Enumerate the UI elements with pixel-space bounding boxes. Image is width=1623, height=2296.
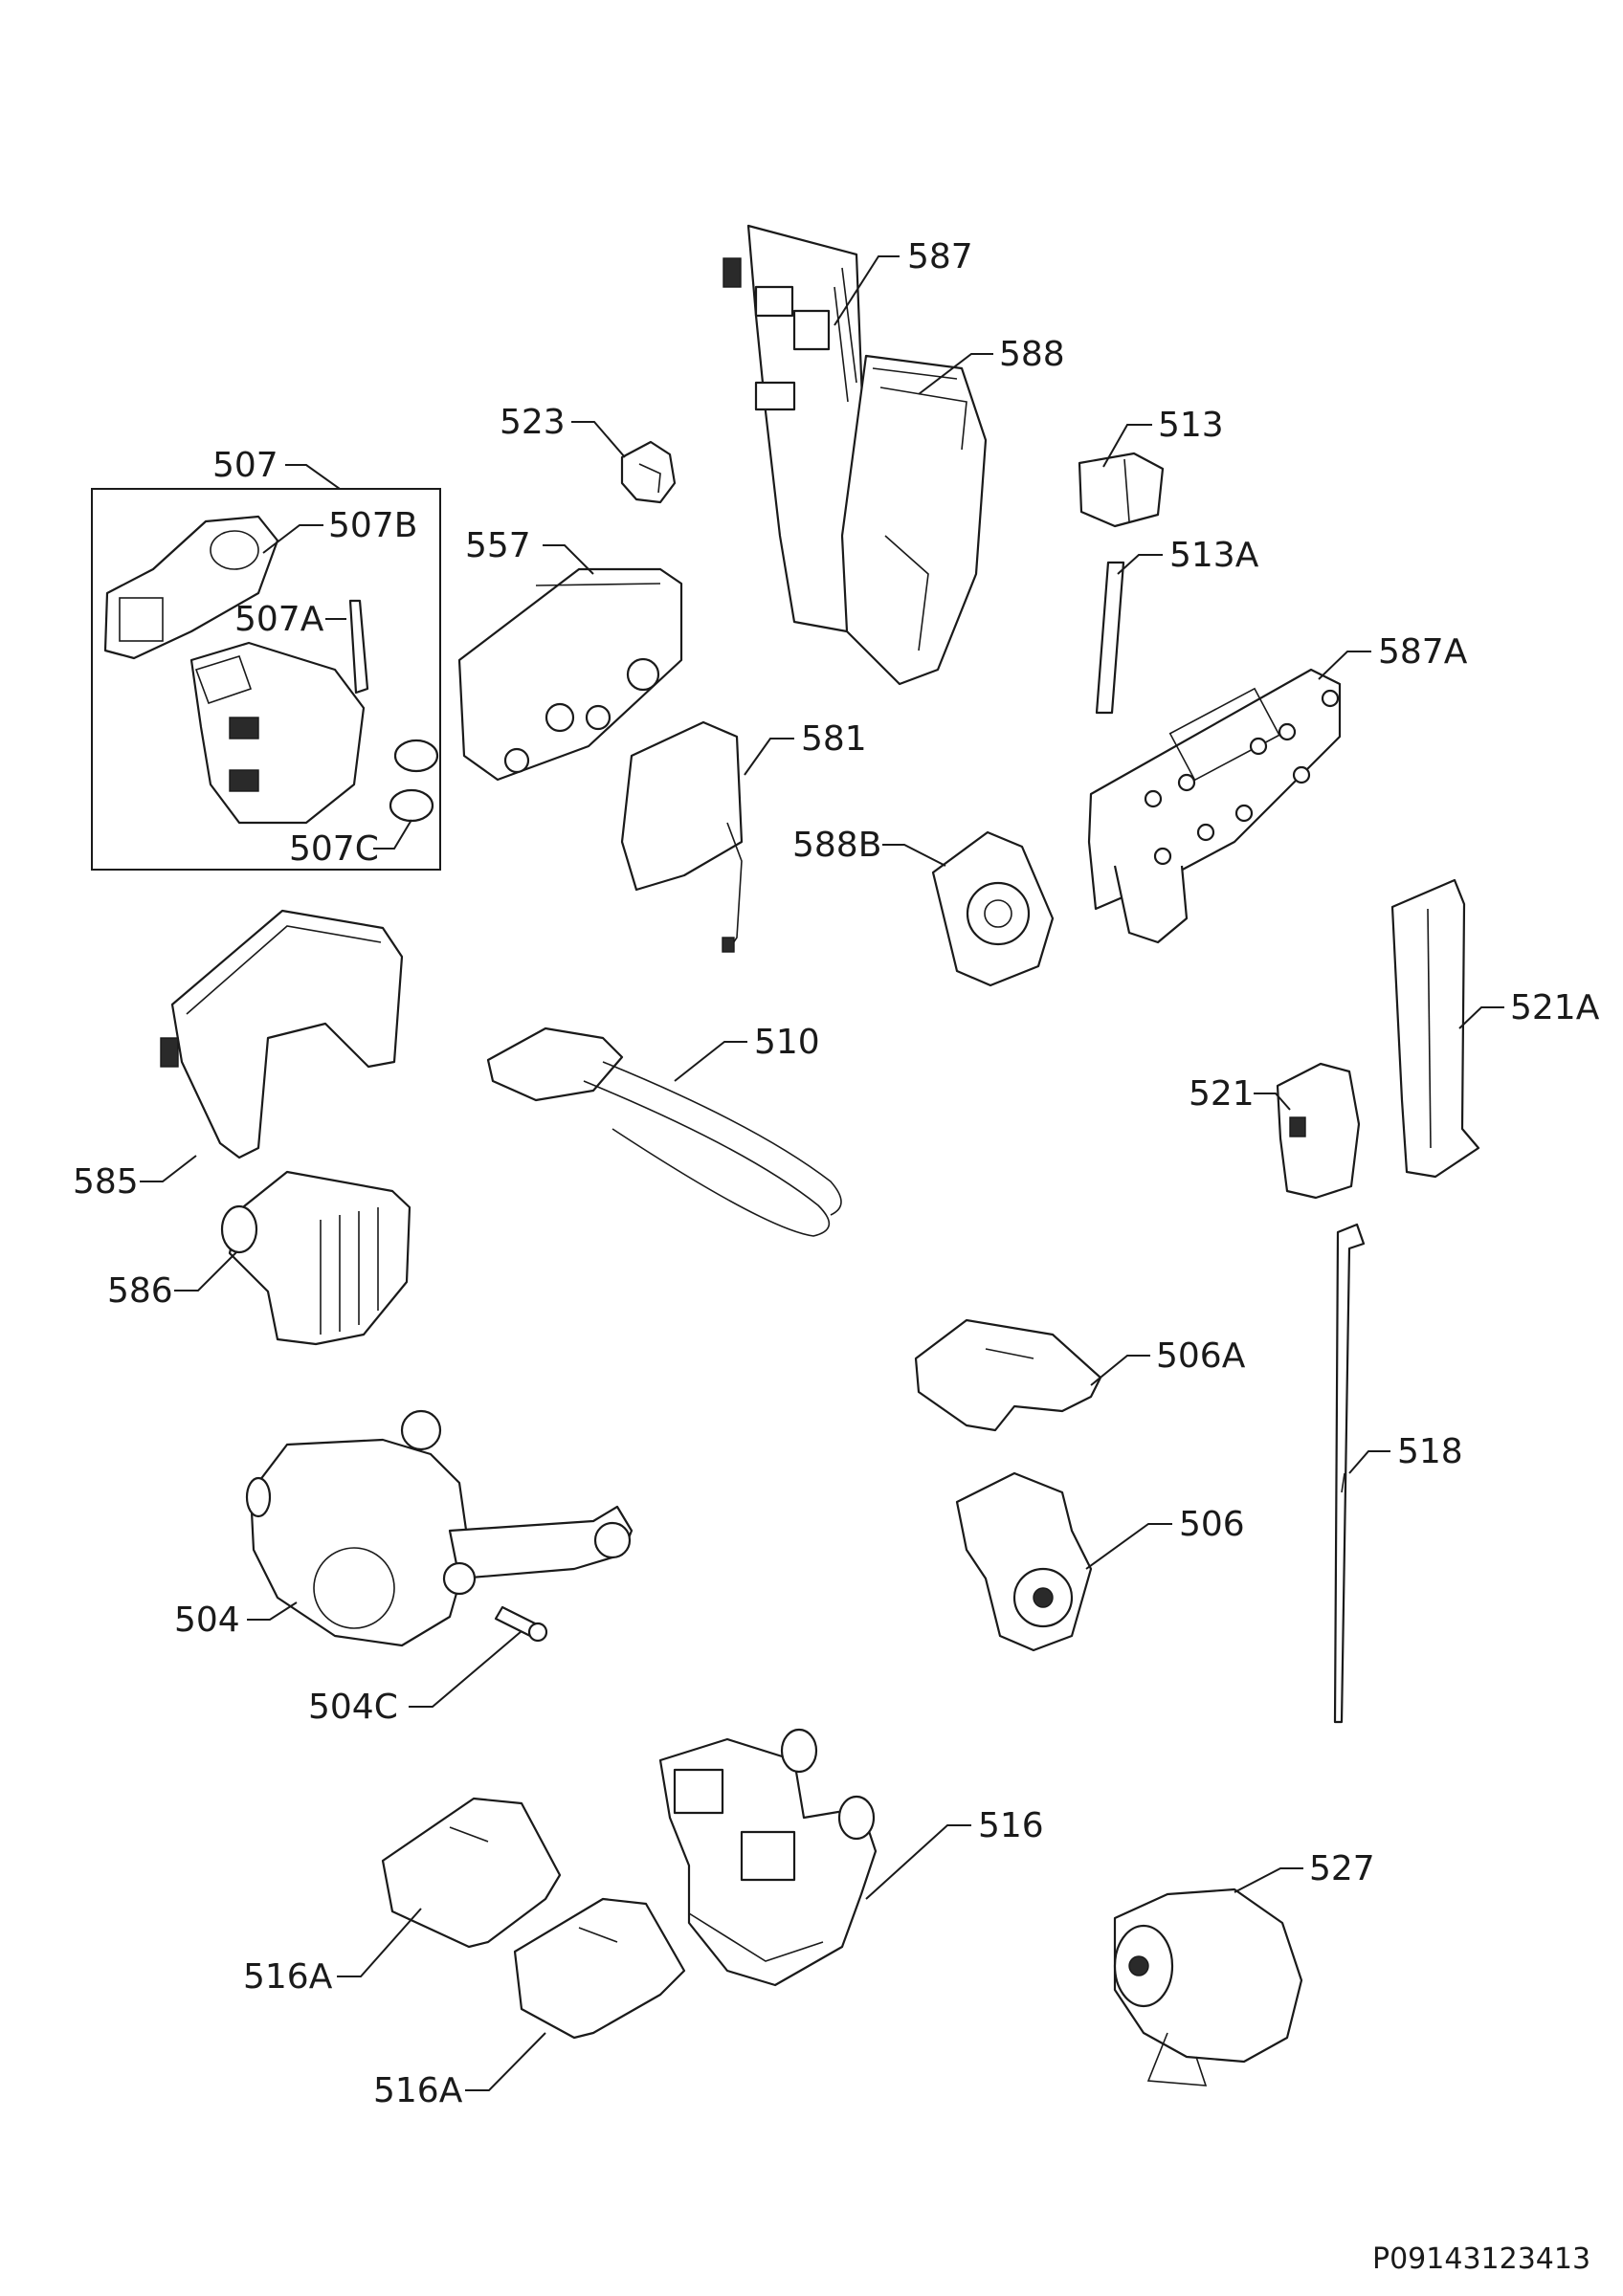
label-521: 521 bbox=[1189, 1074, 1255, 1114]
label-523: 523 bbox=[500, 403, 566, 442]
part-586-filter bbox=[220, 1170, 411, 1346]
part-507B-cap bbox=[103, 515, 279, 660]
label-557: 557 bbox=[465, 526, 531, 565]
part-581-pcb bbox=[620, 720, 744, 953]
part-513A-rod bbox=[1095, 561, 1125, 715]
label-504: 504 bbox=[174, 1601, 240, 1640]
label-587: 587 bbox=[907, 237, 973, 276]
label-588B: 588B bbox=[792, 826, 881, 865]
label-516A-lower: 516A bbox=[373, 2071, 463, 2110]
part-516A-cover-upper bbox=[381, 1797, 562, 1949]
label-507C: 507C bbox=[289, 829, 379, 869]
part-585-cover bbox=[160, 909, 404, 1159]
label-507: 507 bbox=[212, 446, 278, 485]
part-588B-pressure-sensor bbox=[931, 830, 1055, 987]
part-588-board-housing bbox=[840, 354, 988, 686]
group-frame-507 bbox=[91, 488, 441, 871]
part-504-motor bbox=[245, 1409, 634, 1647]
part-521A-bracket bbox=[1390, 878, 1480, 1179]
label-516A-upper: 516A bbox=[243, 1957, 333, 1997]
label-506A: 506A bbox=[1156, 1336, 1246, 1376]
label-513: 513 bbox=[1158, 406, 1224, 445]
part-513-connector bbox=[1078, 452, 1165, 528]
label-510: 510 bbox=[754, 1023, 820, 1062]
label-527: 527 bbox=[1309, 1849, 1375, 1888]
part-523-clip bbox=[620, 440, 677, 504]
part-516-pump-assembly bbox=[658, 1728, 878, 1987]
label-513A: 513A bbox=[1169, 536, 1259, 575]
label-581: 581 bbox=[801, 719, 867, 759]
label-506: 506 bbox=[1179, 1505, 1245, 1544]
part-504C-screw bbox=[494, 1605, 548, 1643]
leader-lines bbox=[140, 255, 1504, 2091]
part-516A-cover-lower bbox=[513, 1897, 686, 2040]
label-507B: 507B bbox=[328, 506, 417, 545]
part-labels: 587 588 523 513 507 507B 557 513A 507A 5… bbox=[73, 237, 1600, 2110]
part-527-circulation-pump bbox=[1113, 1888, 1303, 2086]
part-506-drain-pump bbox=[955, 1471, 1093, 1652]
part-506A-cover bbox=[914, 1318, 1102, 1432]
part-507-inlet-valve bbox=[189, 641, 439, 825]
label-587A: 587A bbox=[1378, 632, 1468, 672]
part-521-door-lock bbox=[1276, 1062, 1361, 1200]
label-585: 585 bbox=[73, 1162, 139, 1202]
label-504C: 504C bbox=[308, 1688, 398, 1727]
part-510-heater bbox=[486, 1027, 842, 1237]
part-518-cable bbox=[1333, 1223, 1366, 1724]
label-588: 588 bbox=[999, 335, 1065, 374]
label-586: 586 bbox=[107, 1271, 173, 1311]
label-521A: 521A bbox=[1510, 988, 1600, 1027]
label-518: 518 bbox=[1397, 1432, 1463, 1471]
part-507A-pin bbox=[348, 599, 369, 695]
label-507A: 507A bbox=[234, 600, 324, 639]
label-516: 516 bbox=[978, 1806, 1044, 1845]
document-id: P09143123413 bbox=[1372, 2242, 1591, 2276]
part-557-module bbox=[457, 567, 683, 782]
part-587A-display-board bbox=[1087, 668, 1342, 944]
